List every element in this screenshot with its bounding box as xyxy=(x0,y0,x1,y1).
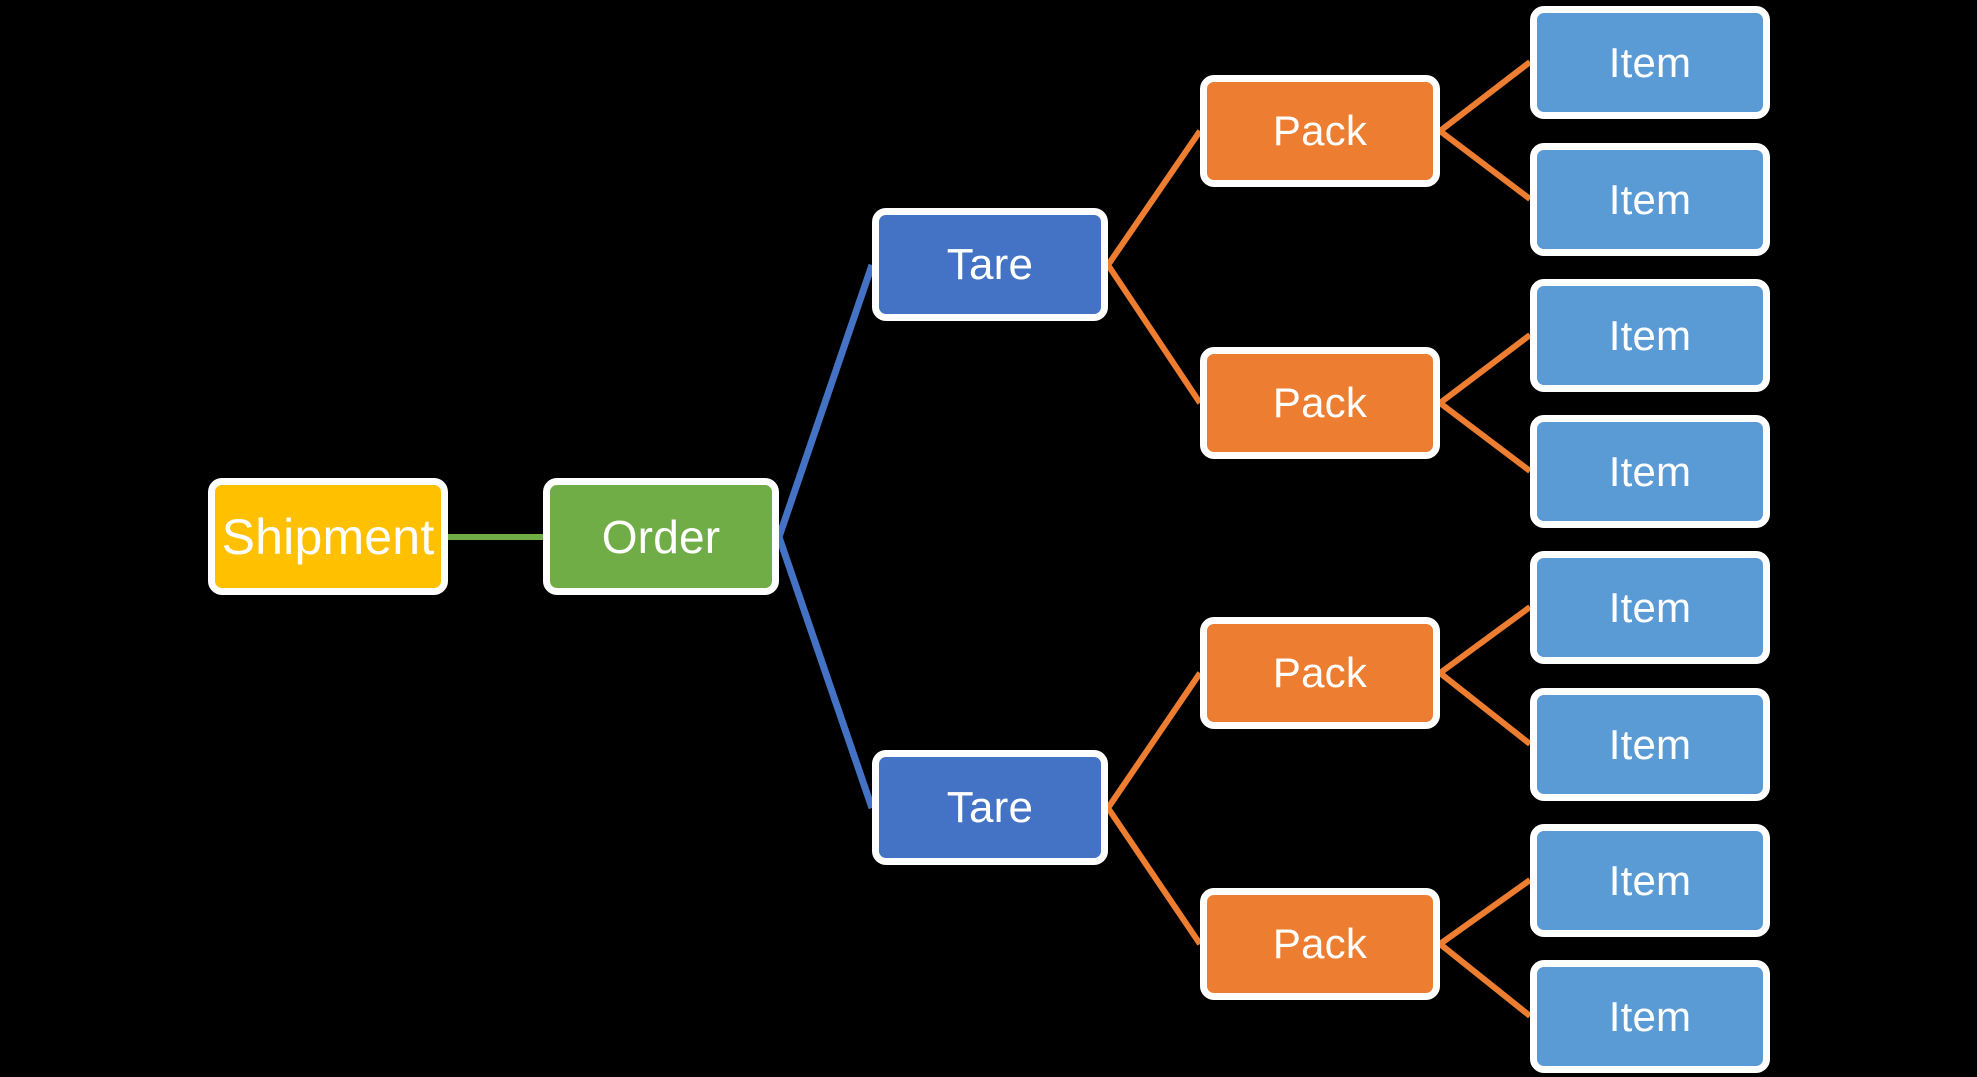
node-shipment[interactable]: Shipment xyxy=(208,478,448,595)
node-label-item7: Item xyxy=(1608,856,1692,904)
connector-pack2-to-item4 xyxy=(1438,400,1532,474)
connector-order-to-tare1 xyxy=(775,263,876,539)
connector-tare2-to-pack4 xyxy=(1105,806,1203,946)
node-item5[interactable]: Item xyxy=(1530,551,1770,664)
node-label-item3: Item xyxy=(1608,311,1692,359)
node-pack2[interactable]: Pack xyxy=(1200,347,1440,459)
connector-pack1-to-item2 xyxy=(1438,128,1532,202)
node-label-order: Order xyxy=(601,510,721,563)
node-item6[interactable]: Item xyxy=(1530,688,1770,801)
node-item8[interactable]: Item xyxy=(1530,960,1770,1073)
node-pack3[interactable]: Pack xyxy=(1200,617,1440,729)
node-label-pack1: Pack xyxy=(1272,107,1368,154)
node-item7[interactable]: Item xyxy=(1530,824,1770,937)
connector-pack4-to-item8 xyxy=(1438,941,1532,1019)
node-label-item6: Item xyxy=(1608,720,1692,768)
node-label-tare1: Tare xyxy=(946,239,1034,289)
node-label-item4: Item xyxy=(1608,447,1692,495)
connector-pack2-to-item3 xyxy=(1438,332,1532,406)
node-label-pack2: Pack xyxy=(1272,379,1368,426)
node-item4[interactable]: Item xyxy=(1530,415,1770,528)
node-label-item8: Item xyxy=(1608,992,1692,1040)
node-label-tare2: Tare xyxy=(946,782,1034,832)
node-tare1[interactable]: Tare xyxy=(872,208,1108,321)
connector-pack1-to-item1 xyxy=(1438,59,1532,134)
node-label-item2: Item xyxy=(1608,175,1692,223)
connector-tare1-to-pack2 xyxy=(1105,263,1203,405)
connector-tare1-to-pack1 xyxy=(1105,129,1203,267)
connector-tare2-to-pack3 xyxy=(1105,671,1203,810)
node-label-item1: Item xyxy=(1608,38,1692,86)
node-label-shipment: Shipment xyxy=(221,508,435,565)
node-item2[interactable]: Item xyxy=(1530,143,1770,256)
node-order[interactable]: Order xyxy=(543,478,779,595)
node-label-pack3: Pack xyxy=(1272,649,1368,696)
node-item1[interactable]: Item xyxy=(1530,6,1770,119)
connector-pack3-to-item6 xyxy=(1438,670,1532,747)
node-pack1[interactable]: Pack xyxy=(1200,75,1440,187)
connector-order-to-tare2 xyxy=(775,535,876,810)
node-pack4[interactable]: Pack xyxy=(1200,888,1440,1000)
connector-pack3-to-item5 xyxy=(1438,604,1532,676)
node-label-item5: Item xyxy=(1608,583,1692,631)
node-tare2[interactable]: Tare xyxy=(872,750,1108,865)
node-item3[interactable]: Item xyxy=(1530,279,1770,392)
connector-pack4-to-item7 xyxy=(1438,877,1532,947)
node-label-pack4: Pack xyxy=(1272,920,1368,967)
